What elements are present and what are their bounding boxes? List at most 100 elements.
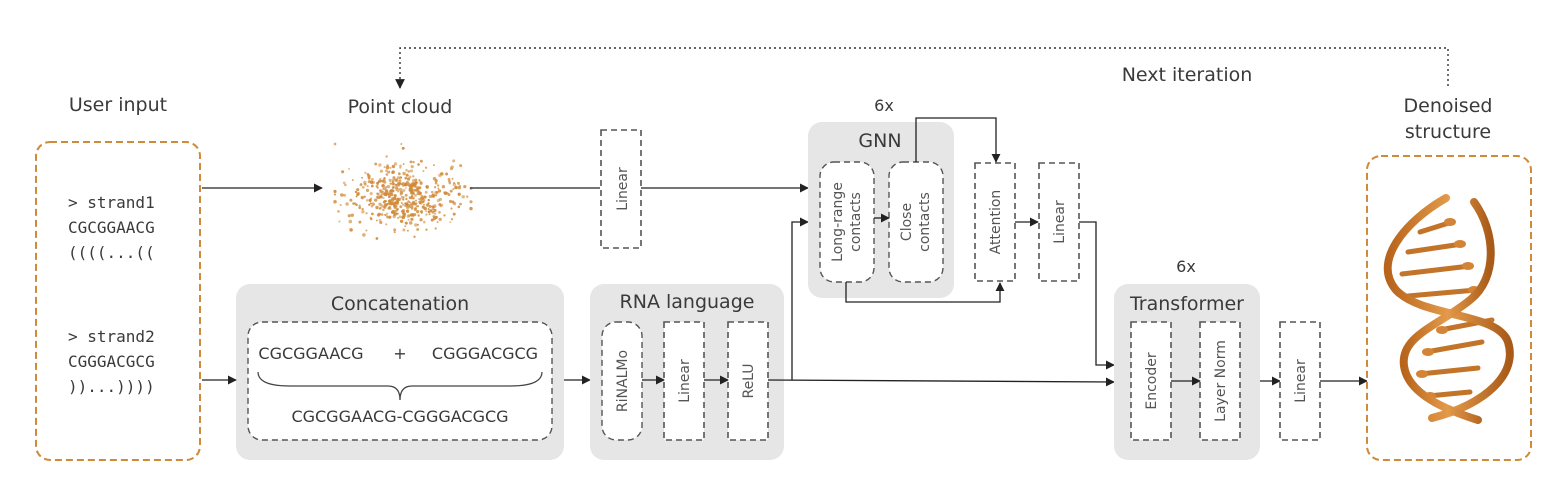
cloud-point	[434, 194, 438, 197]
point-cloud-title: Point cloud	[348, 96, 453, 118]
cloud-point	[333, 142, 337, 146]
cloud-point	[359, 183, 363, 187]
cloud-point	[438, 203, 442, 206]
cloud-point	[404, 176, 408, 180]
attention-label: Attention	[988, 190, 1004, 255]
cloud-point	[381, 184, 385, 188]
next-iteration-label: Next iteration	[1122, 64, 1253, 86]
cloud-point	[365, 212, 368, 215]
strand1-name: > strand1	[68, 193, 155, 212]
cloud-point	[412, 201, 415, 204]
cloud-point	[384, 213, 387, 217]
cloud-point	[432, 215, 436, 218]
cloud-point	[375, 237, 379, 240]
cloud-point	[438, 173, 442, 178]
cloud-point	[385, 192, 389, 196]
cloud-point	[419, 159, 423, 163]
cloud-point	[434, 181, 438, 185]
cloud-point	[378, 163, 382, 167]
cloud-point	[369, 192, 373, 196]
cloud-point	[351, 179, 354, 182]
cloud-point	[443, 214, 446, 217]
cloud-point	[453, 182, 456, 184]
cloud-point	[402, 171, 406, 176]
cloud-point	[409, 169, 414, 173]
cloud-point	[434, 227, 437, 230]
post-linear-label: Linear	[1052, 200, 1068, 244]
strand2-name: > strand2	[68, 327, 155, 346]
cloud-point	[419, 197, 423, 201]
cloud-point	[385, 169, 388, 173]
cloud-point	[399, 166, 402, 169]
cloud-point	[427, 202, 430, 205]
cloud-point	[393, 228, 397, 232]
cloud-point	[408, 221, 413, 225]
cloud-point	[394, 194, 397, 197]
cloud-point	[449, 221, 452, 224]
cloud-point	[375, 219, 378, 222]
cloud-point	[415, 199, 417, 202]
cloud-point	[423, 203, 425, 206]
cloud-point	[399, 205, 403, 209]
cloud-point	[399, 182, 402, 184]
cloud-point	[361, 196, 364, 199]
rna-linear-label: Linear	[677, 359, 693, 403]
long-range-label-line1: Long-range	[830, 182, 846, 262]
cloud-point	[383, 165, 386, 169]
cloud-point	[376, 182, 379, 186]
cloud-point	[391, 164, 396, 169]
cloud-point	[445, 172, 449, 176]
cloud-point	[358, 220, 362, 224]
cloud-point	[385, 223, 388, 226]
cloud-point	[367, 180, 371, 184]
cloud-point	[371, 212, 374, 216]
cloud-point	[404, 202, 407, 205]
cloud-point	[339, 203, 342, 207]
cloud-point	[399, 219, 404, 223]
cloud-point	[411, 179, 416, 183]
cloud-point	[401, 146, 405, 150]
cloud-point	[385, 173, 389, 176]
cloud-point	[399, 164, 402, 168]
cloud-point	[394, 185, 399, 190]
cloud-point	[363, 180, 367, 185]
cloud-point	[400, 210, 404, 213]
cloud-point	[398, 215, 402, 219]
cloud-point	[414, 207, 418, 211]
cloud-point	[385, 215, 389, 218]
close-label-line2: contacts	[917, 192, 933, 252]
cloud-point	[385, 166, 390, 170]
cloud-point	[397, 172, 401, 175]
cloud-point	[448, 181, 452, 185]
cloud-point	[409, 160, 413, 164]
transformer-repeat-label: 6x	[1176, 257, 1196, 276]
cloud-point	[389, 166, 392, 169]
cloud-point	[466, 195, 469, 198]
cloud-point	[380, 213, 384, 216]
cloud-point	[407, 170, 411, 173]
cloud-point	[389, 182, 392, 185]
rinalmo-block	[601, 321, 643, 441]
user-input-title: User input	[69, 94, 167, 116]
cloud-point	[392, 185, 396, 189]
cloud-point	[378, 202, 382, 206]
cloud-point	[424, 195, 427, 198]
cloud-point	[419, 218, 423, 222]
cloud-point	[411, 206, 414, 209]
cloud-point	[422, 198, 426, 202]
cloud-point	[402, 228, 406, 232]
cloud-point	[389, 201, 394, 206]
cloud-point	[427, 207, 430, 211]
cloud-point	[437, 187, 440, 190]
rinalmo-label: RiNALMo	[615, 350, 631, 412]
cloud-point	[415, 186, 420, 190]
cloud-point	[451, 177, 454, 180]
cloud-point	[430, 190, 434, 194]
cloud-point	[388, 170, 391, 173]
cloud-point	[380, 191, 385, 196]
cloud-point	[458, 184, 462, 188]
cloud-point	[411, 195, 414, 198]
cloud-point	[399, 190, 404, 195]
cloud-point	[447, 177, 451, 181]
cloud-point	[355, 195, 358, 198]
